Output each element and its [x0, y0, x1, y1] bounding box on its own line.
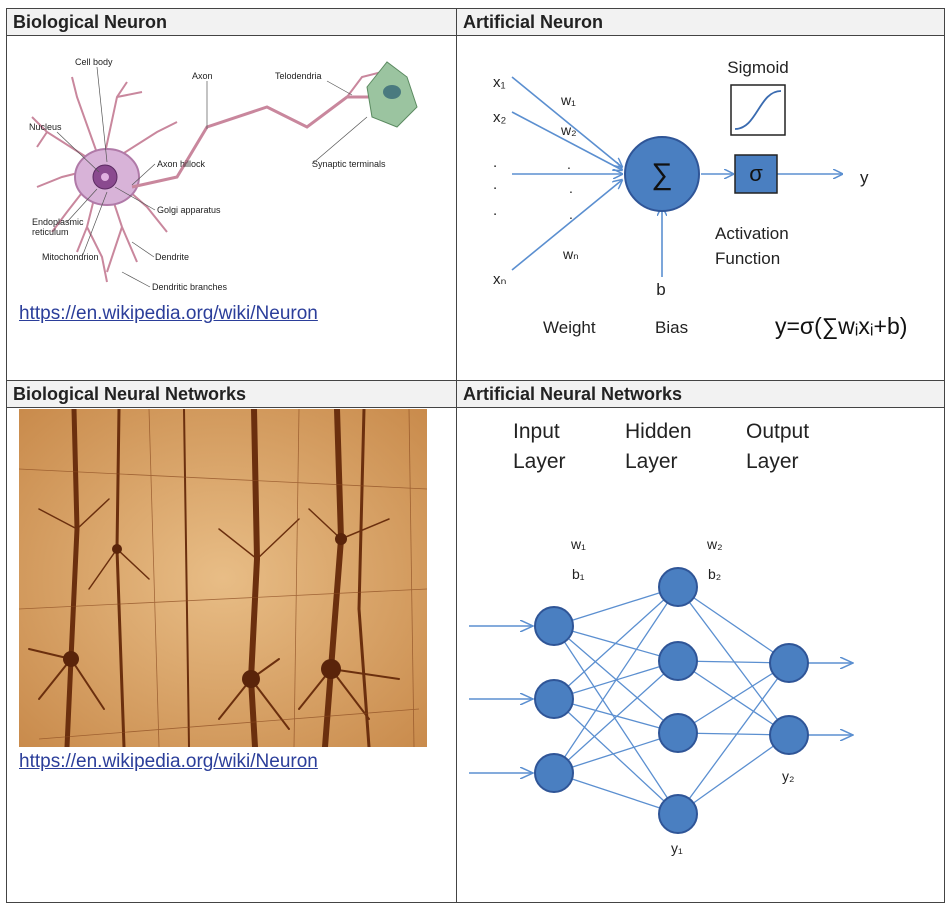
nn-edge: [677, 586, 790, 664]
column-divider: [456, 9, 457, 902]
nn-edge: [553, 660, 679, 774]
neural-tissue-image: [19, 409, 427, 747]
nn-edge: [553, 772, 679, 815]
neural-network-diagram: w₁ b₁ w₂ b₂ y₂ y₁: [469, 536, 944, 856]
output-y: y: [860, 168, 869, 187]
activation-line-1: Activation: [715, 224, 789, 243]
bias-label: Bias: [655, 318, 688, 337]
panel-title: Biological Neuron: [7, 9, 456, 36]
label-cell-body: Cell body: [75, 57, 113, 67]
sigma-symbol: σ: [749, 161, 763, 186]
nn-edge: [553, 732, 679, 774]
nn-edge: [677, 662, 790, 734]
nn-edge: [677, 586, 790, 736]
input-label: .: [493, 202, 497, 219]
panel-title: Biological Neural Networks: [7, 381, 456, 408]
label-axon: Axon: [192, 71, 213, 81]
weight-label-item: .: [569, 180, 573, 196]
nn-edge: [553, 625, 679, 815]
sigma-box: [734, 154, 778, 194]
output-node: [769, 643, 809, 683]
panel-artificial-neuron: Artificial Neuron ∑ σ Sigmoid: [457, 9, 944, 380]
nn-edge: [553, 586, 679, 627]
output-layer-label: Output Layer: [746, 420, 810, 473]
hidden-node: [658, 567, 698, 607]
input-layer-label: Input Layer: [513, 420, 566, 473]
label-er-1: Endoplasmic: [32, 217, 84, 227]
panel-artificial-networks: Artificial Neural Networks Input Layer H…: [457, 381, 944, 902]
input-label: x₁: [493, 74, 506, 91]
hidden-layer-label: Hidden Layer: [625, 420, 692, 473]
formula: y=σ(∑wᵢxᵢ+b): [775, 313, 907, 339]
input-label: xₙ: [493, 271, 507, 288]
sigmoid-label: Sigmoid: [727, 58, 788, 77]
label-telodendria: Telodendria: [275, 71, 322, 81]
input-label: .: [493, 176, 497, 193]
neuron-illustration: Cell body Axon Telodendria Nucleus Axon …: [29, 57, 418, 292]
panel-title: Artificial Neuron: [457, 9, 944, 36]
label-golgi: Golgi apparatus: [157, 205, 221, 215]
y2-label: y₂: [782, 768, 794, 784]
hidden-node: [658, 713, 698, 753]
nn-edge: [677, 734, 790, 815]
label-mitochondrion: Mitochondrion: [42, 252, 99, 262]
b2-label: b₂: [708, 566, 721, 582]
nn-edge: [553, 586, 679, 774]
input-node: [534, 753, 574, 793]
hidden-node: [658, 794, 698, 834]
weight-label-item: .: [569, 206, 573, 222]
wikipedia-neuron-link[interactable]: https://en.wikipedia.org/wiki/Neuron: [19, 303, 318, 324]
weight-label-item: wₙ: [562, 246, 579, 262]
activation-line-2: Function: [715, 249, 780, 268]
label-dendrite: Dendrite: [155, 252, 189, 262]
label-synaptic-terminals: Synaptic terminals: [312, 159, 386, 169]
panel-title: Artificial Neural Networks: [457, 381, 944, 408]
input-node: [534, 606, 574, 646]
b1-label: b₁: [572, 566, 585, 582]
y1-label: y₁: [671, 840, 683, 856]
output-node: [769, 715, 809, 755]
sum-symbol: ∑: [651, 158, 672, 191]
input-label: x₂: [493, 109, 507, 126]
nn-edge: [553, 698, 679, 815]
w1-label: w₁: [570, 536, 586, 552]
weight-label: Weight: [543, 318, 596, 337]
weight-label-item: w₁: [560, 92, 576, 108]
hidden-node: [658, 641, 698, 681]
sigmoid-curve: [734, 90, 782, 130]
panel-biological-neuron: Biological Neuron Cell body: [7, 9, 456, 380]
input-node: [534, 679, 574, 719]
weight-label-item: .: [567, 156, 571, 172]
weight-label-item: w₂: [560, 122, 577, 138]
panel-biological-networks: Biological Neural Networks: [7, 381, 456, 902]
sum-node: [624, 136, 700, 212]
artificial-neuron-diagram: ∑ σ Sigmoid y b Activation Function Weig…: [493, 58, 907, 339]
bias-b: b: [656, 280, 665, 299]
nn-edge: [553, 586, 679, 700]
nn-edge: [677, 662, 790, 815]
input-label: .: [493, 154, 497, 171]
label-nucleus: Nucleus: [29, 122, 62, 132]
nn-edge: [553, 698, 679, 734]
wikipedia-neuron-link-2[interactable]: https://en.wikipedia.org/wiki/Neuron: [19, 751, 318, 772]
diagram-frame: Biological Neuron Cell body: [6, 8, 945, 903]
row-divider: [7, 380, 944, 381]
label-dendritic-branches: Dendritic branches: [152, 282, 228, 292]
label-er-2: reticulum: [32, 227, 69, 237]
label-axon-hillock: Axon hillock: [157, 159, 206, 169]
w2-label: w₂: [706, 536, 723, 552]
